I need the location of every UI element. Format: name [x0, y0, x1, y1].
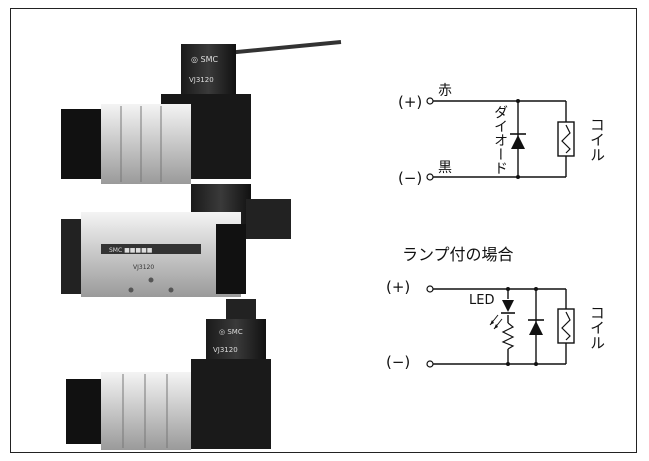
svg-text:VJ3120: VJ3120	[213, 346, 238, 354]
led-label: LED	[469, 293, 495, 308]
terminal-plus	[426, 285, 434, 293]
minus-label: (−)	[386, 353, 411, 371]
valve-middle: SMC ■■■■■ VJ3120	[61, 184, 291, 297]
coil-symbol	[557, 308, 575, 344]
terminal-minus	[426, 360, 434, 368]
diode-symbol	[510, 133, 526, 149]
valve-product-photo: ◎ SMC VJ3120 SMC ■■■■■ VJ3120	[61, 40, 342, 450]
black-wire-label: 黒	[438, 160, 452, 176]
svg-text:◎ SMC: ◎ SMC	[219, 328, 243, 336]
coil-label: コイル	[588, 305, 606, 350]
led-symbol	[489, 299, 516, 330]
svg-text:VJ3120: VJ3120	[189, 76, 214, 84]
coil-label: コイル	[588, 117, 606, 162]
diode-label: ダイオード	[492, 105, 508, 175]
plus-label: (+)	[386, 278, 411, 296]
terminal-minus	[426, 173, 434, 181]
lamp-circuit-heading: ランプ付の場合	[402, 245, 514, 264]
svg-text:VJ3120: VJ3120	[133, 264, 154, 271]
coil-symbol	[557, 121, 575, 157]
red-wire-label: 赤	[438, 83, 452, 99]
resistor-symbol	[501, 322, 515, 350]
minus-label: (−)	[398, 169, 423, 187]
svg-text:SMC ■■■■■: SMC ■■■■■	[109, 247, 153, 254]
plus-label: (+)	[398, 93, 423, 111]
circuit-diagram-lamp	[426, 285, 575, 368]
valve-bottom: ◎ SMC VJ3120	[66, 299, 271, 450]
svg-text:◎ SMC: ◎ SMC	[191, 55, 219, 64]
circuit-diagram-basic	[426, 97, 575, 181]
valve-top: ◎ SMC VJ3120	[61, 40, 342, 184]
diode-symbol	[528, 319, 544, 335]
terminal-plus	[426, 97, 434, 105]
figure-frame: ◎ SMC VJ3120 SMC ■■■■■ VJ3120	[10, 8, 637, 453]
